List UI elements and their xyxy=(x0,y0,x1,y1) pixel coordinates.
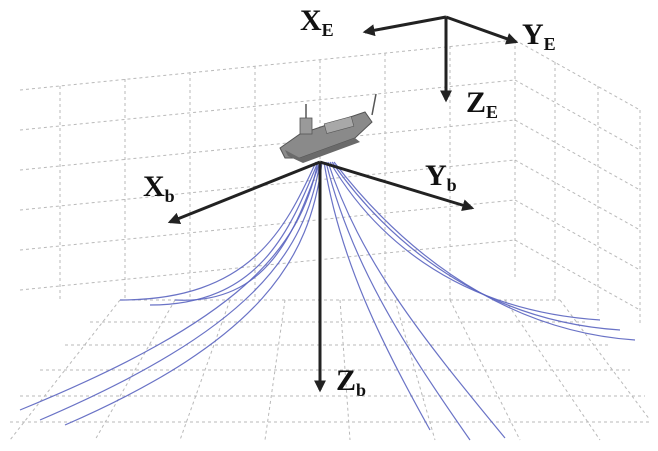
mooring-lines xyxy=(19,161,636,441)
label-x-earth: XE xyxy=(300,4,334,40)
axis-y-body xyxy=(319,160,475,211)
label-x-body: Xb xyxy=(143,170,175,206)
earth-frame xyxy=(362,15,519,103)
mooring-line xyxy=(325,161,471,441)
mooring-line xyxy=(333,161,636,341)
axis-y-earth xyxy=(445,15,519,45)
axis-x-body xyxy=(167,160,321,225)
label-y-earth: YE xyxy=(522,18,556,54)
mooring-line xyxy=(323,161,431,431)
axis-x-earth xyxy=(362,15,447,37)
mooring-line xyxy=(331,161,621,331)
vessel xyxy=(279,93,377,163)
body-frame xyxy=(167,160,475,393)
mooring-line xyxy=(39,161,321,421)
mooring-line xyxy=(149,161,319,306)
mooring-line xyxy=(19,161,319,411)
mooring-line xyxy=(119,161,317,301)
label-z-earth: ZE xyxy=(466,86,498,122)
grid-box xyxy=(9,39,651,441)
mooring-line xyxy=(327,161,506,439)
mooring-line xyxy=(329,161,601,321)
mooring-line xyxy=(174,161,321,301)
label-y-body: Yb xyxy=(425,159,457,195)
label-z-body: Zb xyxy=(336,364,366,400)
mooring-line xyxy=(64,161,323,426)
